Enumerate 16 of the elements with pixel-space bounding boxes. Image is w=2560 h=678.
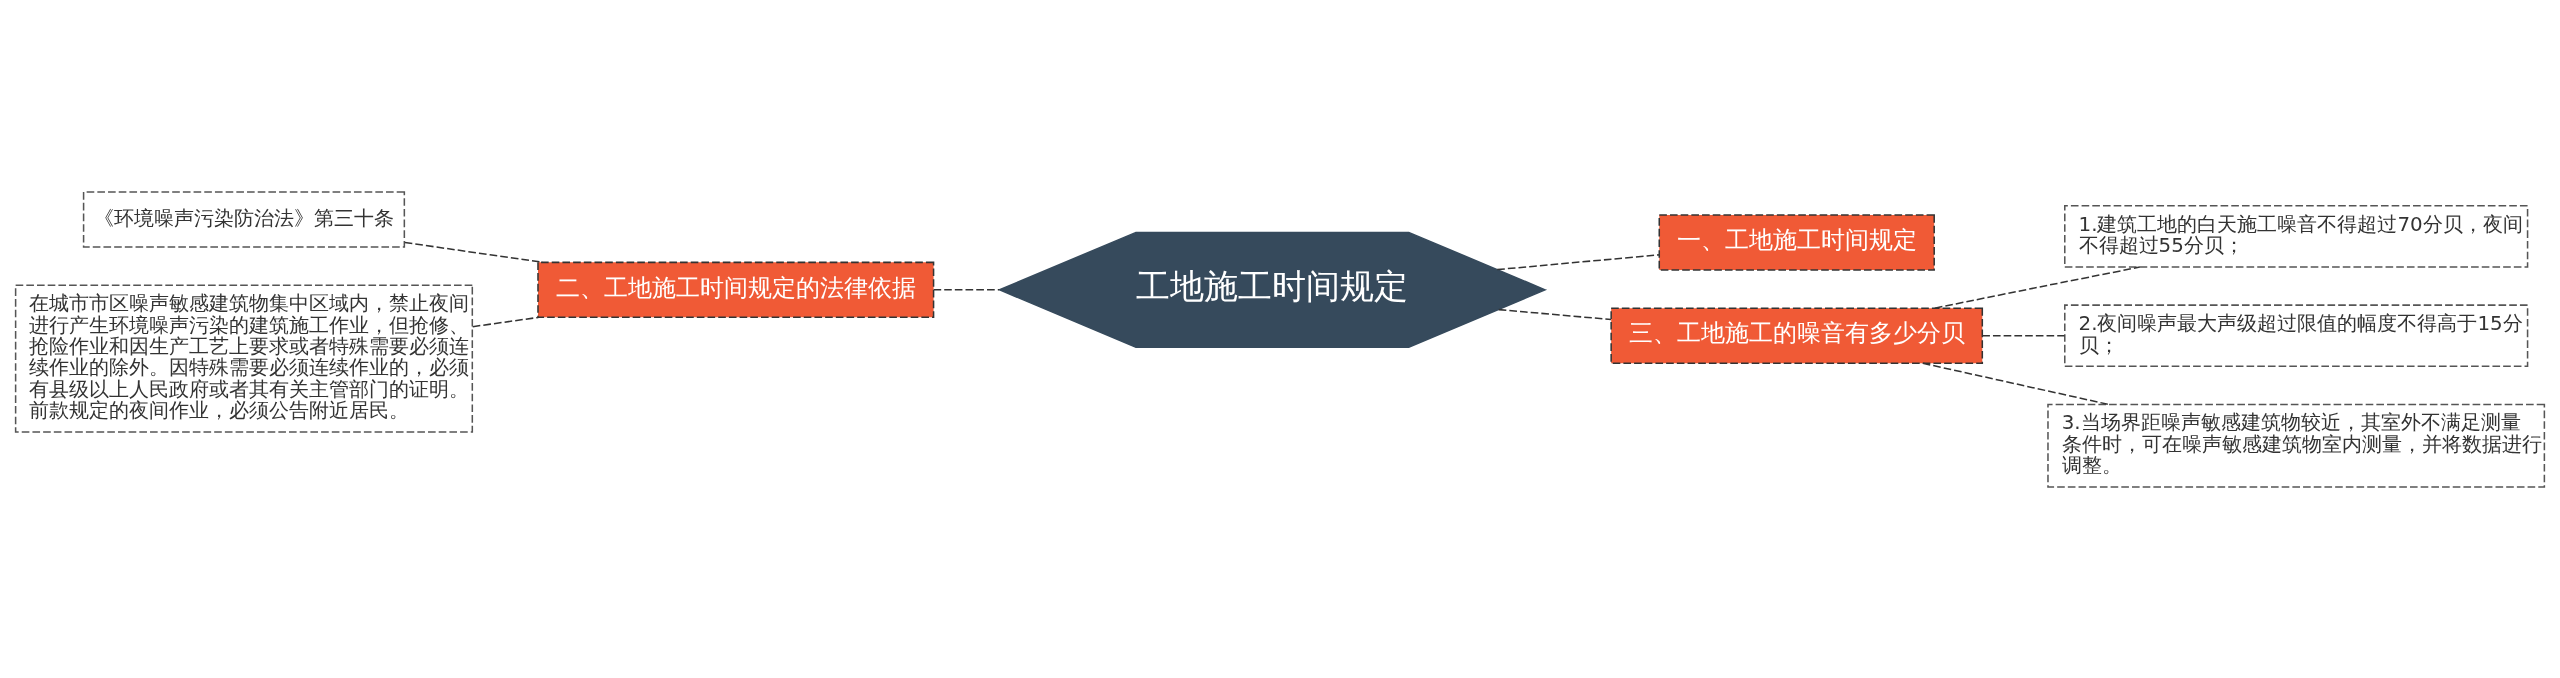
connector [1498, 308, 1612, 320]
node-box: 2.夜间噪声最大声级超过限值的幅度不得高于15分贝； [2064, 303, 2529, 367]
connector [1496, 253, 1660, 270]
node-box: 在城市市区噪声敏感建筑物集中区域内，禁止夜间进行产生环境噪声污染的建筑施工作业，但抢修、抢险作业和因生产工艺上要求或者特殊需要必须连续作业的除外。因特殊需要必须连续作业的，必须有县级以上人民政府或者其有关主管部门的证明。前款规定的夜间作业，必须公告附近居民。 [14, 284, 474, 433]
connector [471, 316, 540, 327]
node-box: 3.当场界距噪声敏感建筑物较近，其室外不满足测量条件时，可在噪声敏感建筑物室内测量，并将数据进行调整。 [2047, 403, 2546, 488]
connector [1922, 362, 2110, 405]
node-box: 一、工地施工时间规定 [1658, 213, 1935, 271]
connector [404, 241, 544, 263]
node-box: 二、工地施工时间规定的法律依据 [537, 261, 935, 318]
node-box: 《环境噪声污染防治法》第三十条 [82, 190, 406, 248]
connector [1934, 265, 2141, 309]
connector [1981, 334, 2066, 336]
connector [932, 288, 1000, 291]
node-box: 三、工地施工的噪音有多少分贝 [1610, 306, 1984, 364]
node-box: 1.建筑工地的白天施工噪音不得超过70分贝，夜间不得超过55分贝； [2064, 204, 2529, 268]
